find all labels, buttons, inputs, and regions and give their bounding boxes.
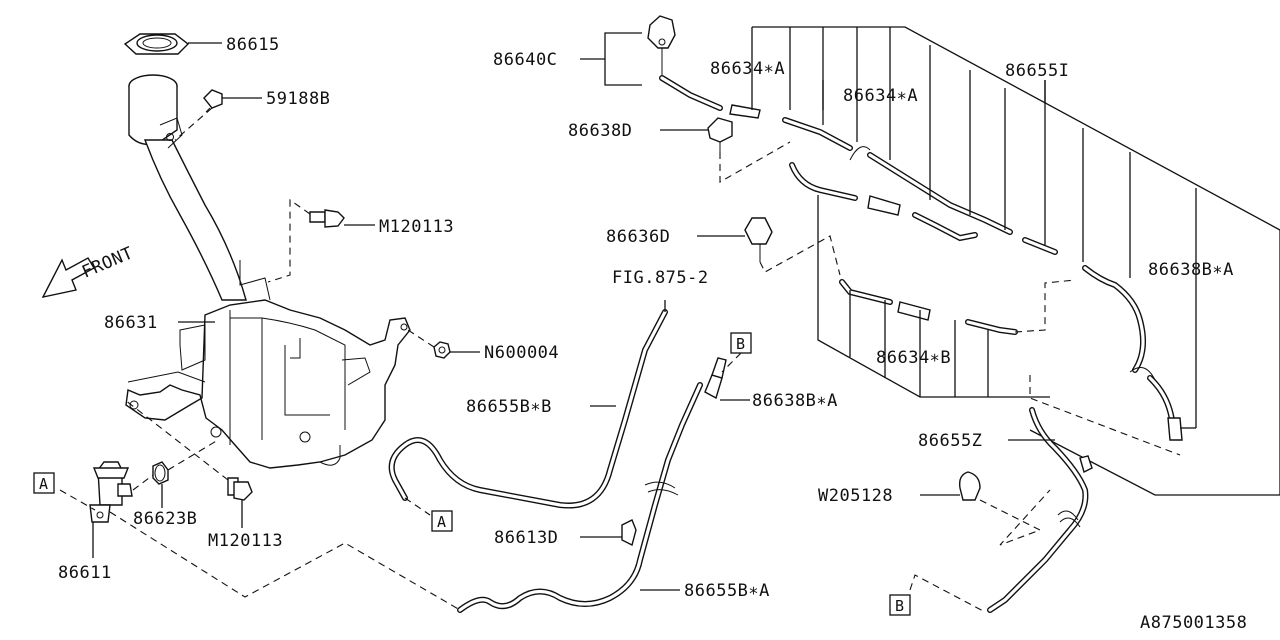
washer-reservoir-tank (125, 260, 411, 469)
label-86613d: 86613D (494, 528, 558, 548)
marker-b-top: B (736, 335, 745, 353)
marker-box-a-left (33, 472, 55, 494)
label-86636d: 86636D (606, 227, 670, 247)
hose-right-vertical (1082, 265, 1183, 441)
group-bracket (751, 26, 1280, 496)
clip-86613d (621, 519, 637, 547)
label-86638b-a-mid: 86638B∗A (752, 391, 838, 411)
label-86631: 86631 (104, 313, 158, 333)
label-86634a-2: 86634∗A (843, 86, 918, 106)
label-86638b-a-right: 86638B∗A (1148, 260, 1234, 280)
hose-86638d-line (789, 162, 978, 242)
front-arrow-icon (41, 257, 95, 298)
label-m120113-upper: M120113 (379, 217, 454, 237)
label-86638d: 86638D (568, 121, 632, 141)
clamp-w205128 (958, 471, 981, 501)
label-front: FRONT (79, 243, 136, 282)
nozzle-86636d (744, 217, 773, 262)
washer-pump (89, 461, 133, 523)
hose-86655z (987, 407, 1093, 613)
hose-86634b-line (839, 279, 1018, 335)
marker-box-a-mid (431, 510, 453, 532)
label-86655z: 86655Z (918, 431, 982, 451)
label-n600004: N600004 (484, 343, 559, 363)
marker-a-mid: A (437, 513, 446, 531)
label-86623b: 86623B (133, 509, 197, 529)
label-59188b: 59188B (266, 89, 330, 109)
nut-n600004 (433, 341, 451, 359)
label-86640c: 86640C (493, 50, 557, 70)
grommet-86623b (152, 461, 169, 485)
bolt-m120113-upper (309, 209, 345, 228)
label-m120113-lower: M120113 (208, 531, 283, 551)
label-86634b: 86634∗B (876, 348, 951, 368)
label-w205128: W205128 (818, 486, 893, 506)
label-86615: 86615 (226, 35, 280, 55)
marker-box-b-bottom (889, 594, 911, 616)
marker-b-bottom: B (895, 597, 904, 615)
label-86634a-1: 86634∗A (710, 59, 785, 79)
hose-86640c-line (659, 75, 1058, 255)
reservoir-cap (123, 33, 190, 55)
hose-86655b-b (388, 309, 668, 509)
label-fig875-2: FIG.875-2 (612, 268, 709, 288)
marker-a-left: A (39, 475, 48, 493)
label-86655b-b: 86655B∗B (466, 397, 552, 417)
label-86611: 86611 (58, 563, 112, 583)
nozzle-86640c (647, 15, 676, 75)
reference-code: A875001358 (1140, 613, 1247, 633)
hose-86655b-a (457, 382, 703, 613)
connector-86638d (707, 117, 733, 152)
label-86655i: 86655I (1005, 61, 1069, 81)
connector-86638b-a-mid (704, 357, 727, 400)
label-86655b-a: 86655B∗A (684, 581, 770, 601)
filler-neck (128, 74, 247, 301)
clip-59188b (203, 89, 223, 113)
bolt-m120113-lower (227, 477, 253, 501)
